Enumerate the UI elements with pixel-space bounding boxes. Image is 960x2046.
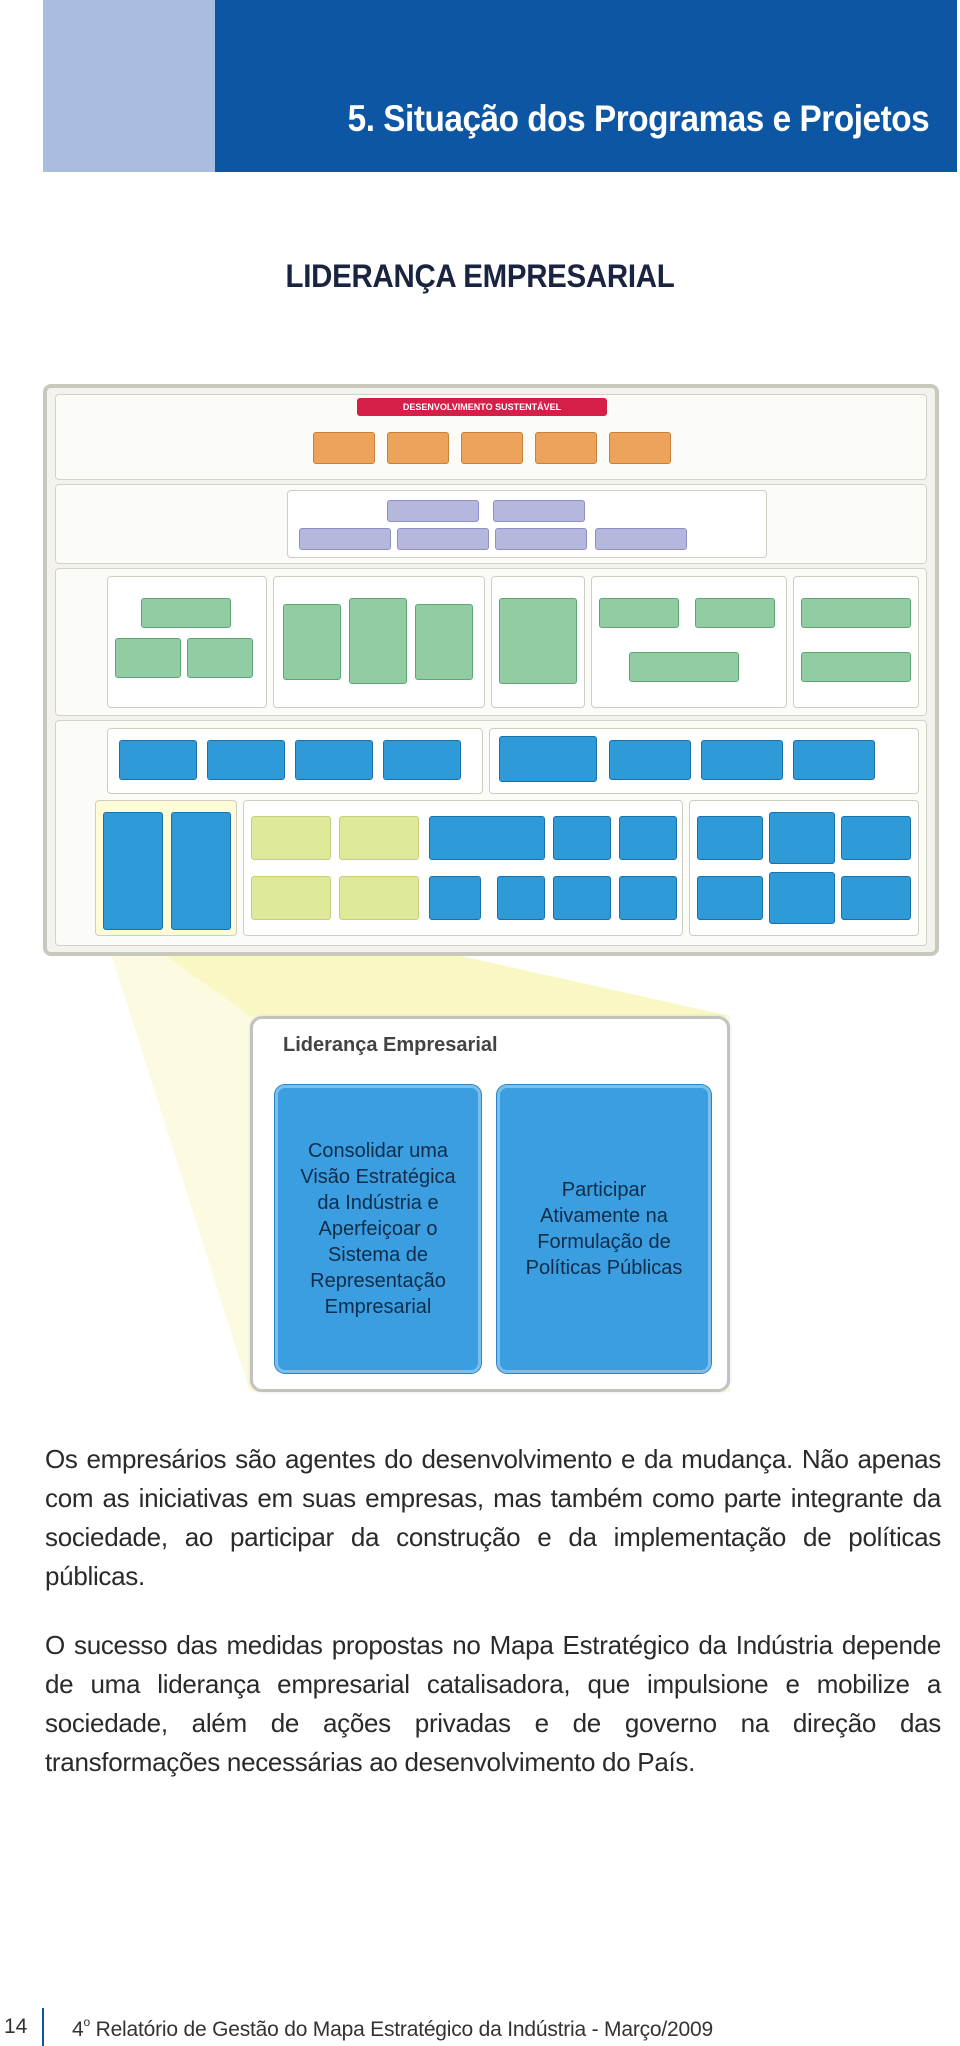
map-process-box — [141, 598, 231, 628]
map-base-box — [429, 816, 545, 860]
map-market-box — [595, 528, 687, 550]
map-base-box — [841, 876, 911, 920]
map-lideranca-box-2 — [171, 812, 231, 930]
map-process-box — [629, 652, 739, 682]
map-market-box — [387, 500, 479, 522]
header-bar: 5. Situação dos Programas e Projetos — [215, 0, 957, 172]
map-process-box — [801, 652, 911, 682]
footer-text: 4o Relatório de Gestão do Mapa Estratégi… — [72, 2015, 713, 2042]
map-base-box — [841, 816, 911, 860]
map-base-box — [207, 740, 285, 780]
map-base-box — [701, 740, 783, 780]
map-base-box — [697, 816, 763, 860]
map-process-box — [283, 604, 341, 680]
map-process-box — [499, 598, 577, 684]
lideranca-inset: Liderança Empresarial Consolidar uma Vis… — [250, 1016, 730, 1392]
map-base-box — [697, 876, 763, 920]
strategic-map-figure: DESENVOLVIMENTO SUSTENTÁVEL — [43, 384, 939, 956]
map-base-box — [609, 740, 691, 780]
map-process-box — [115, 638, 181, 678]
map-top-banner: DESENVOLVIMENTO SUSTENTÁVEL — [357, 398, 607, 416]
inset-title: Liderança Empresarial — [283, 1034, 498, 1056]
map-market-box — [495, 528, 587, 550]
map-base-box — [619, 876, 677, 920]
map-process-box — [187, 638, 253, 678]
inset-objective-1: Consolidar uma Visão Estratégica da Indú… — [275, 1085, 481, 1373]
map-process-box — [801, 598, 911, 628]
footer-ordinal-sup: o — [83, 2015, 90, 2029]
map-result-box — [535, 432, 597, 464]
footer-divider — [42, 2008, 44, 2046]
inset-objective-2: Participar Ativamente na Formulação de P… — [497, 1085, 711, 1373]
map-base-box — [383, 740, 461, 780]
map-process-section — [793, 576, 919, 708]
map-base-box — [769, 812, 835, 864]
map-result-box — [313, 432, 375, 464]
map-stakeholders-label — [187, 428, 267, 468]
map-result-box — [609, 432, 671, 464]
body-paragraph-1: Os empresários são agentes do desenvolvi… — [45, 1444, 941, 1591]
map-base-box — [339, 816, 419, 860]
map-market-box — [299, 528, 391, 550]
footer-ordinal: 4 — [72, 2018, 84, 2041]
map-lideranca-box-1 — [103, 812, 163, 930]
page-subtitle: LIDERANÇA EMPRESARIAL — [285, 258, 675, 294]
section-title: 5. Situação dos Programas e Projetos — [347, 98, 929, 139]
map-result-box — [387, 432, 449, 464]
map-base-box — [619, 816, 677, 860]
map-base-box — [295, 740, 373, 780]
map-base-box — [793, 740, 875, 780]
map-base-box — [769, 872, 835, 924]
footer-report-title: Relatório de Gestão do Mapa Estratégico … — [95, 2018, 714, 2041]
map-result-box — [461, 432, 523, 464]
map-process-box — [349, 598, 407, 684]
map-base-box — [499, 736, 597, 782]
map-base-box — [429, 876, 481, 920]
map-base-box — [339, 876, 419, 920]
map-base-box — [251, 816, 331, 860]
body-paragraph-2: O sucesso das medidas propostas no Mapa … — [45, 1630, 941, 1777]
map-base-box — [251, 876, 331, 920]
page-number: 14 — [4, 2015, 28, 2038]
map-base-box — [553, 876, 611, 920]
map-base-box — [497, 876, 545, 920]
map-market-box — [493, 500, 585, 522]
map-process-box — [695, 598, 775, 628]
map-process-box — [415, 604, 473, 680]
map-process-box — [599, 598, 679, 628]
map-process-section — [591, 576, 787, 708]
header-accent-block — [43, 0, 215, 172]
map-base-box — [553, 816, 611, 860]
map-market-box — [397, 528, 489, 550]
map-base-box — [119, 740, 197, 780]
